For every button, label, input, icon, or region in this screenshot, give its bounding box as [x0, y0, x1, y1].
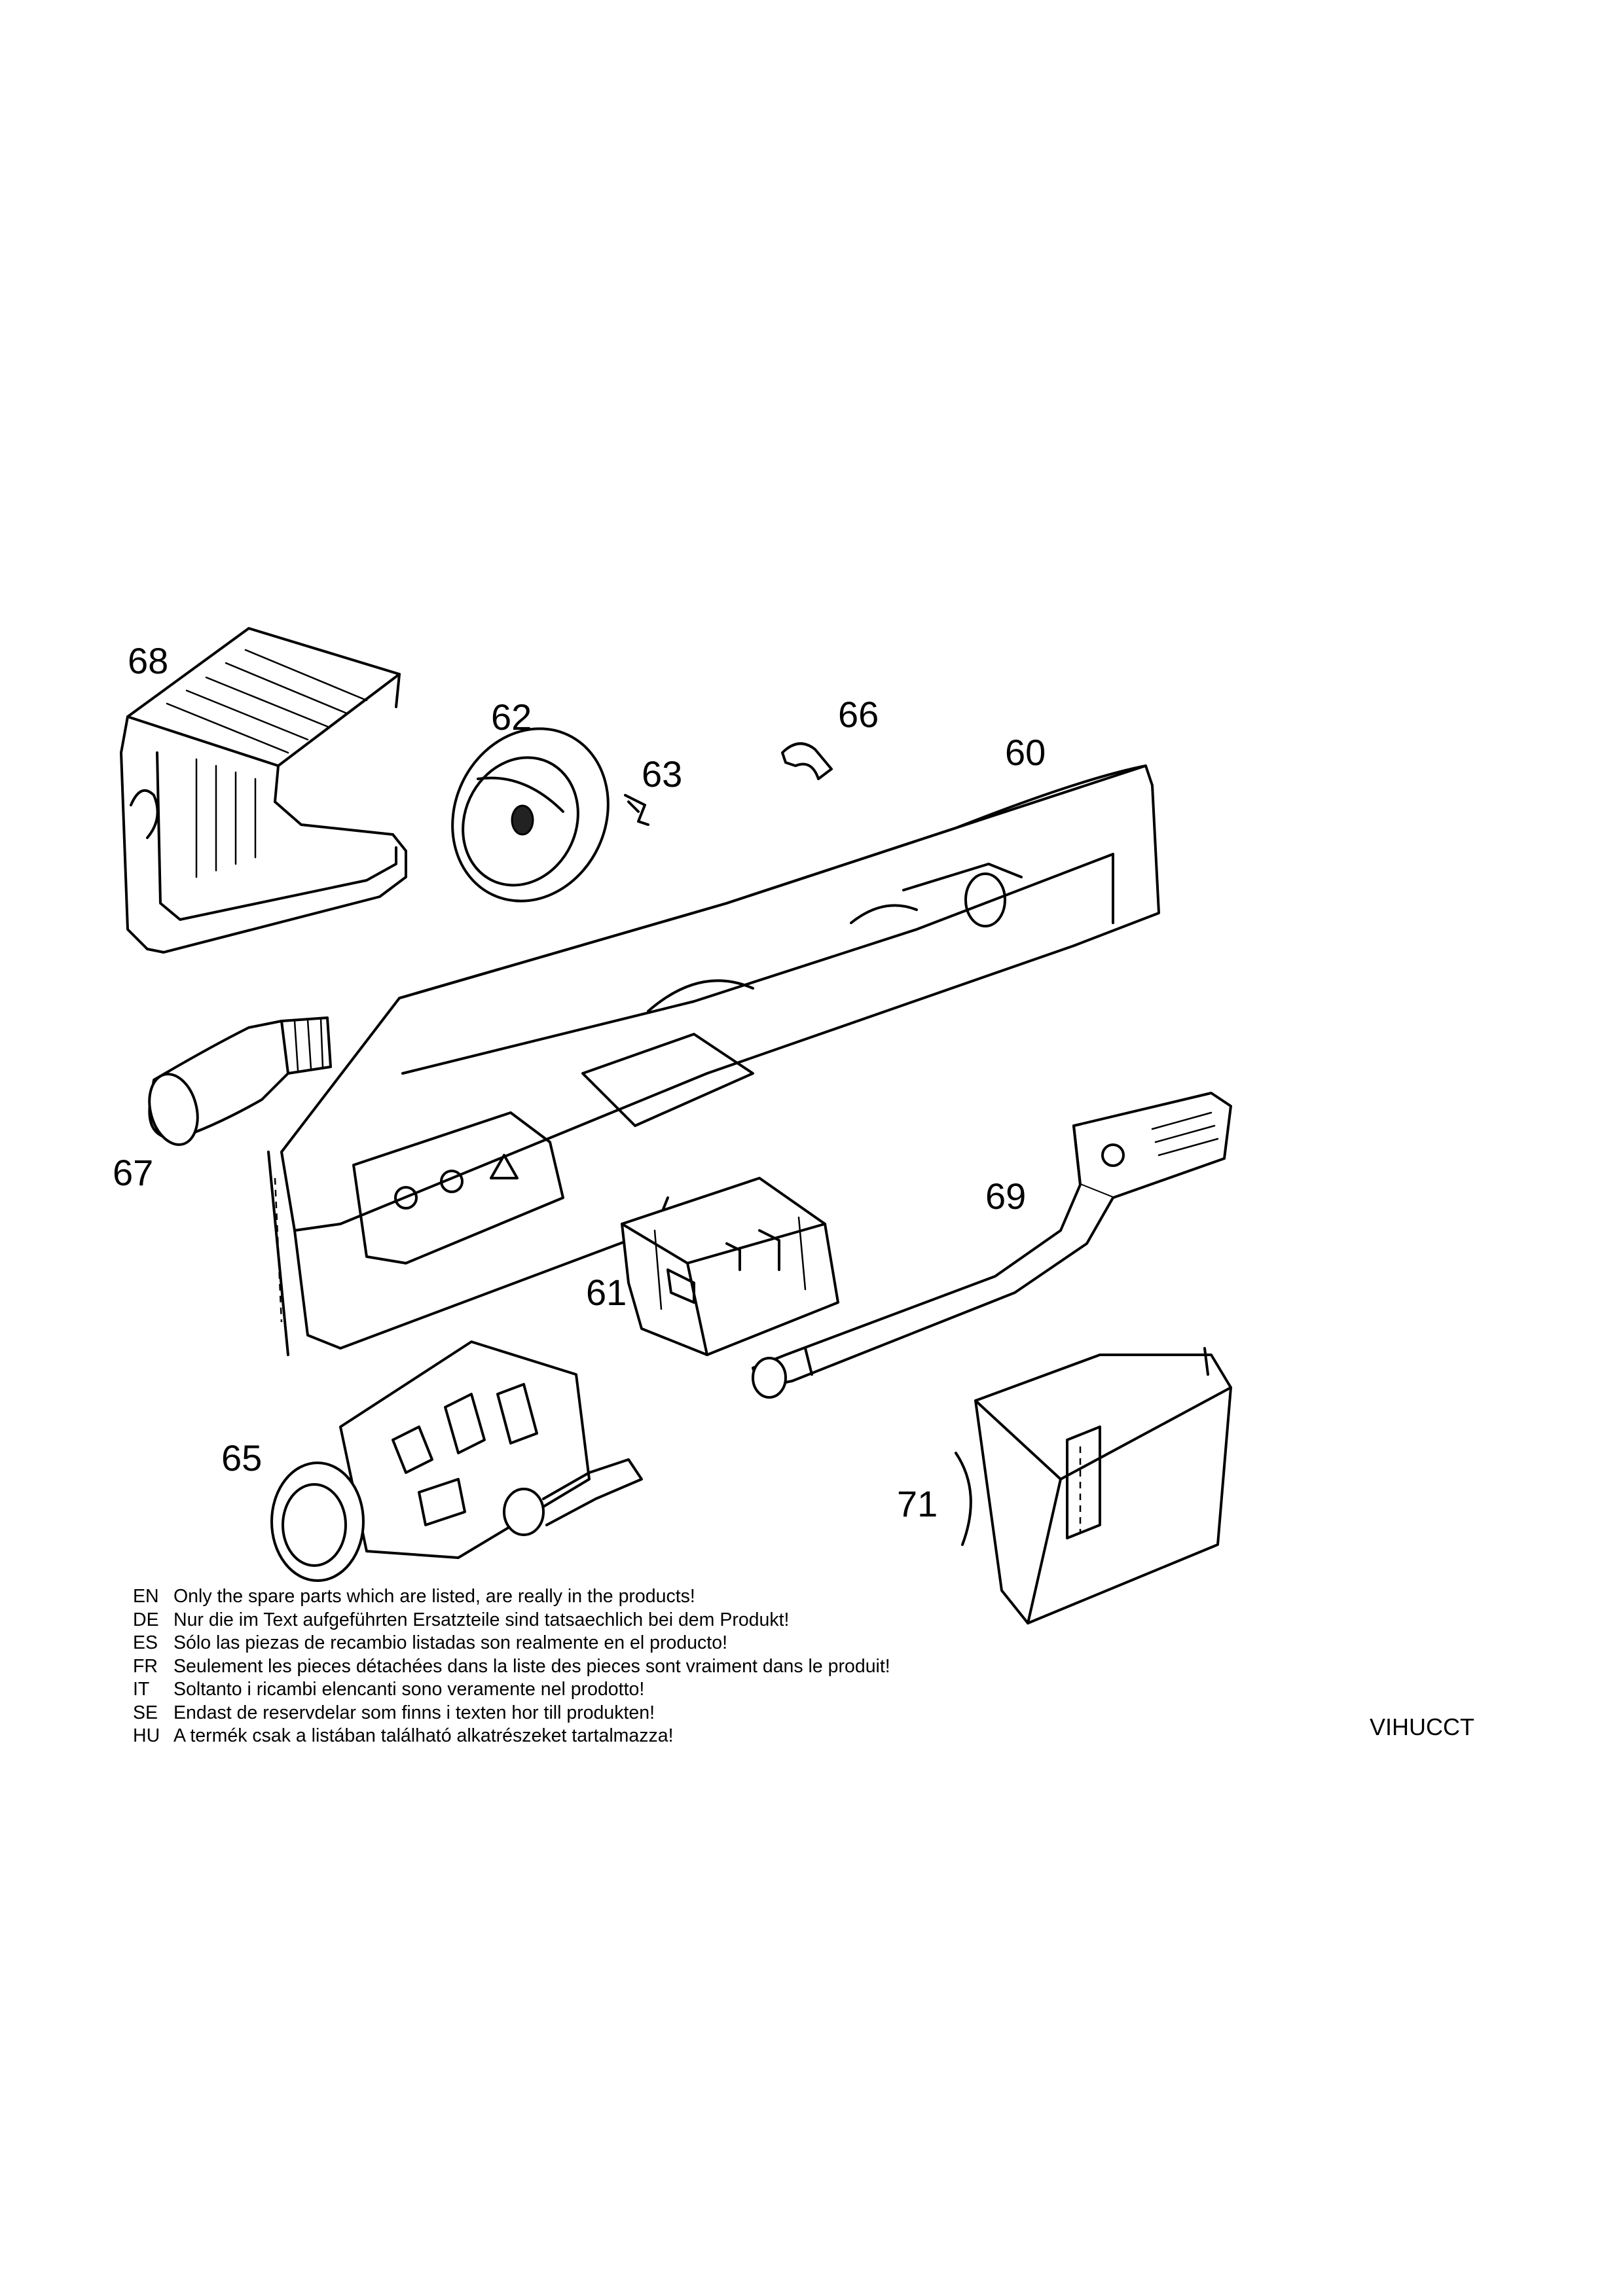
document-code: VIHUCCT [1370, 1713, 1474, 1740]
note-text: Nur die im Text aufgeführten Ersatzteile… [173, 1609, 790, 1630]
note-row: SE Endast de reservdelar som finns i text… [133, 1702, 890, 1725]
callout-60: 60 [1005, 732, 1046, 773]
note-language-code: DE [133, 1609, 159, 1630]
note-row: HU A termék csak a listában található alk… [133, 1725, 890, 1748]
callout-61: 61 [586, 1272, 627, 1313]
part-65-lamp-holder [270, 1340, 643, 1582]
note-text: Endast de reservdelar som finns i texten… [173, 1702, 655, 1723]
part-62-knob [451, 727, 610, 903]
note-text: Seulement les pieces détachées dans la l… [173, 1655, 890, 1677]
note-language-code: ES [133, 1632, 158, 1653]
callout-63: 63 [642, 753, 683, 795]
part-69-rod [752, 1092, 1232, 1399]
note-language-code: SE [133, 1702, 158, 1723]
note-language-code: IT [133, 1679, 150, 1700]
note-language-code: EN [133, 1586, 159, 1607]
note-row: ES Sólo las piezas de recambio listadas s… [133, 1632, 890, 1655]
callout-68: 68 [128, 640, 169, 681]
callout-69: 69 [985, 1175, 1027, 1217]
note-text: Soltanto i ricambi elencanti sono verame… [173, 1679, 645, 1700]
callout-71: 71 [897, 1483, 938, 1524]
callout-66: 66 [838, 694, 879, 735]
note-language-code: FR [133, 1655, 158, 1677]
note-row: IT Soltanto i ricambi elencanti sono vera… [133, 1678, 890, 1702]
callout-62: 62 [491, 696, 532, 738]
callout-67: 67 [113, 1152, 154, 1193]
part-68-vent-bracket [120, 627, 407, 954]
part-71-cover [955, 1347, 1232, 1624]
callout-65: 65 [221, 1437, 263, 1479]
note-row: FR Seulement les pieces détachées dans la… [133, 1655, 890, 1679]
note-text: Sólo las piezas de recambio listadas son… [173, 1632, 727, 1653]
part-66-ring [781, 742, 833, 780]
part-61-thermostat [621, 1177, 839, 1356]
note-row: EN Only the spare parts which are listed,… [133, 1585, 890, 1609]
note-language-code: HU [133, 1725, 160, 1746]
note-text: A termék csak a listában található alkat… [173, 1725, 674, 1746]
note-text: Only the spare parts which are listed, a… [173, 1586, 695, 1607]
part-67-bulb [148, 1016, 332, 1146]
part-60-housing [267, 764, 1160, 1356]
part-63-clip [624, 794, 649, 826]
language-notes: EN Only the spare parts which are listed,… [133, 1585, 890, 1748]
note-row: DE Nur die im Text aufgeführten Ersatztei… [133, 1609, 890, 1632]
